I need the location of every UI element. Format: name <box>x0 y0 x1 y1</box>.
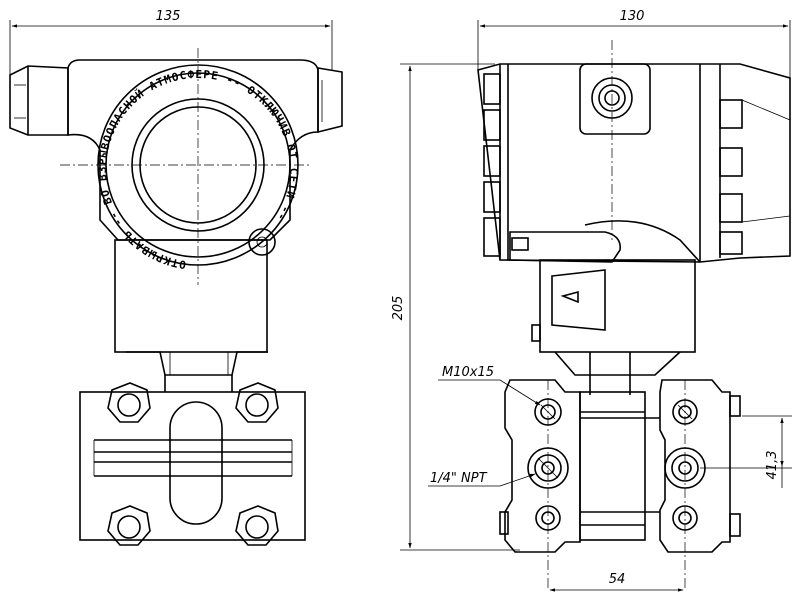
flange-block-front <box>79 382 306 546</box>
dimension-width-front: 135 <box>9 9 333 75</box>
housing-side <box>477 40 791 263</box>
dimension-label-54: 54 <box>609 572 626 587</box>
front-view: 135 ОТКРЫВАТЬ -- ВО ВЗРЫВООПАСНОЙ АТМОСФ… <box>9 9 343 546</box>
housing-body: ОТКРЫВАТЬ -- ВО ВЗРЫВООПАСНОЙ АТМОСФЕРЕ … <box>60 48 319 285</box>
dimension-width-side: 130 <box>477 9 791 78</box>
neck-side <box>531 259 696 395</box>
dimension-label-135: 135 <box>156 9 181 24</box>
callout-label-m10x15: M10x15 <box>442 365 494 380</box>
cable-gland-right <box>317 67 343 134</box>
callout-m10x15: M10x15 <box>438 365 541 406</box>
neck <box>114 239 268 392</box>
dimension-label-205: 205 <box>391 296 406 321</box>
bolt-bottom-left <box>107 505 151 546</box>
bolt-top-right <box>235 382 279 423</box>
dimension-label-130: 130 <box>620 9 645 24</box>
dimension-flange-offset: 41,3 <box>700 415 792 488</box>
callout-npt: 1/4" NPT <box>428 471 536 487</box>
bolt-bottom-right <box>235 505 279 546</box>
callout-label-npt: 1/4" NPT <box>430 471 488 486</box>
cable-gland-left <box>9 65 69 136</box>
flange-right-side <box>499 379 741 590</box>
bolt-top-left <box>107 382 151 423</box>
dimension-port-spacing: 54 <box>549 572 684 592</box>
flange-left-side <box>504 379 581 590</box>
dimension-label-41-3: 41,3 <box>765 451 780 480</box>
side-view: 130 205 <box>391 9 792 592</box>
dimension-height: 205 <box>391 63 520 551</box>
center-body-side <box>579 391 646 541</box>
